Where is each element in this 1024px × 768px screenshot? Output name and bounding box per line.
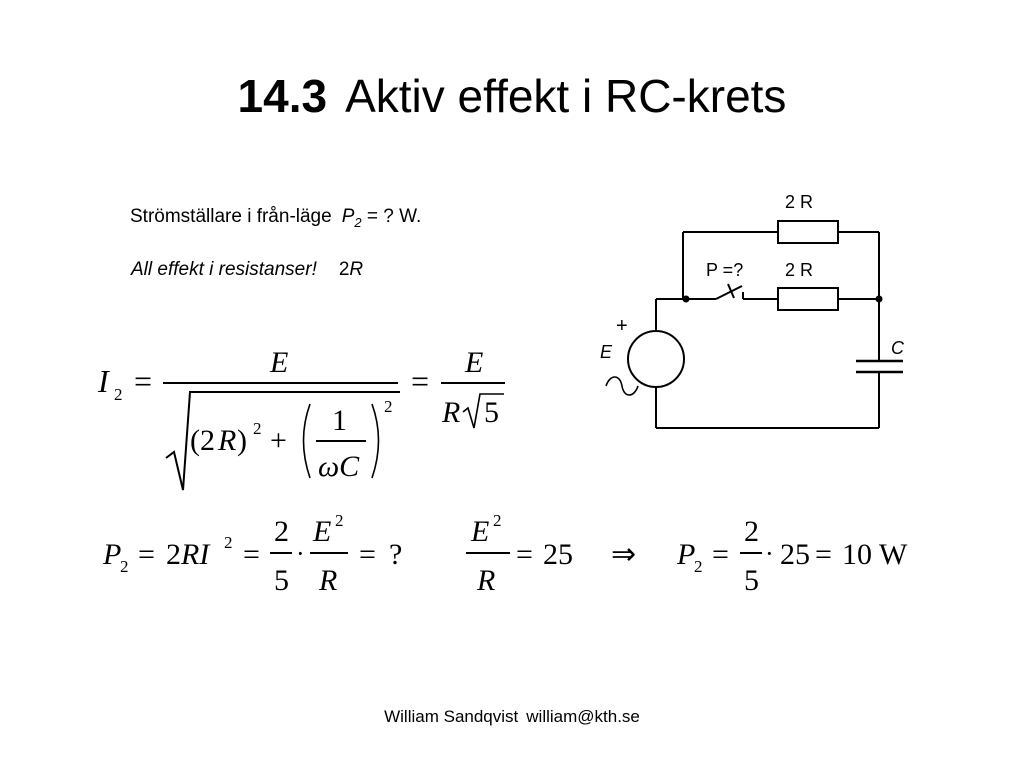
svg-text:2: 2: [274, 515, 289, 548]
svg-text:R: R: [441, 396, 460, 429]
author-name: William Sandqvist: [384, 707, 519, 726]
svg-text:R: R: [217, 424, 236, 457]
note-text: All effekt i resistanser!: [131, 259, 317, 280]
svg-text:2: 2: [493, 511, 502, 530]
top-resistor-label: 2 R: [785, 192, 813, 212]
svg-text:): ): [237, 424, 247, 457]
circuit-diagram: [605, 220, 903, 429]
svg-text:5: 5: [484, 396, 499, 429]
svg-text:R: R: [476, 564, 495, 597]
given-equation: E 2 R = 25: [466, 511, 573, 597]
middle-resistor: [777, 287, 839, 311]
svg-text:1: 1: [332, 404, 347, 437]
svg-text:2: 2: [120, 557, 129, 576]
problem-statement: Strömställare i från-läge P2 = ? W.: [130, 206, 421, 230]
svg-text:?: ?: [389, 538, 402, 571]
switch-mark: [727, 283, 735, 299]
title-text: Aktiv effekt i RC-krets: [345, 70, 787, 122]
svg-text:2: 2: [335, 511, 344, 530]
svg-text:2: 2: [114, 385, 123, 404]
svg-text:·: ·: [765, 539, 774, 568]
svg-text:=: =: [134, 363, 152, 399]
power-equation: P 2 = 2 RI 2 = 2 5 · E 2 R = ?: [102, 511, 402, 597]
svg-text:R: R: [318, 564, 337, 597]
svg-text:=: =: [516, 538, 533, 571]
svg-text:=: =: [411, 363, 429, 399]
middle-resistor-label: 2 R: [785, 260, 813, 280]
implies-arrow: ⇒: [611, 538, 636, 571]
svg-text:2: 2: [253, 419, 262, 438]
author-email: william@kth.se: [526, 707, 640, 726]
svg-text:5: 5: [274, 564, 289, 597]
junction-left: [682, 295, 690, 303]
resistance-note: All effekt i resistanser! 2R: [131, 259, 363, 281]
svg-text:=: =: [359, 538, 376, 571]
svg-text:2: 2: [166, 538, 181, 571]
svg-text:P: P: [676, 538, 695, 571]
svg-text:2: 2: [224, 533, 233, 552]
svg-text:E: E: [269, 346, 288, 379]
svg-text:2: 2: [384, 397, 393, 416]
voltage-source: [627, 330, 685, 388]
switch-label: P =?: [706, 260, 743, 280]
svg-text:E: E: [470, 515, 489, 548]
svg-text:E: E: [312, 515, 331, 548]
footer: William Sandqvist william@kth.se: [0, 707, 1024, 727]
statement-rest: = ? W.: [366, 206, 422, 227]
top-resistor: [777, 220, 839, 244]
svg-text:10 W: 10 W: [842, 538, 908, 571]
svg-text:=: =: [138, 538, 155, 571]
svg-text:2: 2: [694, 557, 703, 576]
statement-prefix: Strömställare i från-läge: [130, 206, 332, 227]
capacitor-label: C: [891, 338, 905, 358]
switch-blade: [715, 285, 743, 300]
section-number: 14.3: [237, 70, 328, 122]
svg-text:E: E: [464, 346, 483, 379]
junction-right: [875, 295, 883, 303]
svg-text:25: 25: [543, 538, 573, 571]
power-variable: P2: [341, 206, 362, 230]
current-equation: I 2 = E (2 R ) 2 + 1 ωC 2 = E R 5: [97, 346, 505, 491]
svg-text:=: =: [712, 538, 729, 571]
source-label: E: [600, 342, 613, 362]
svg-text:25: 25: [780, 538, 810, 571]
svg-text:(2: (2: [190, 424, 215, 457]
svg-text:=: =: [243, 538, 260, 571]
svg-text:=: =: [815, 538, 832, 571]
svg-text:5: 5: [744, 564, 759, 597]
svg-text:I: I: [97, 363, 110, 399]
svg-text:2: 2: [744, 515, 759, 548]
result-equation: P 2 = 2 5 · 25 = 10 W: [676, 515, 908, 597]
source-plus-sign: +: [616, 315, 628, 337]
note-value: 2R: [338, 259, 364, 280]
svg-text:·: ·: [296, 539, 305, 568]
slide-title: 14.3 Aktiv effekt i RC-krets: [0, 66, 1024, 126]
ac-symbol: [605, 376, 639, 396]
svg-text:+: +: [270, 424, 287, 457]
svg-text:ωC: ωC: [318, 450, 360, 483]
svg-text:P: P: [102, 538, 121, 571]
svg-text:RI: RI: [180, 538, 211, 571]
